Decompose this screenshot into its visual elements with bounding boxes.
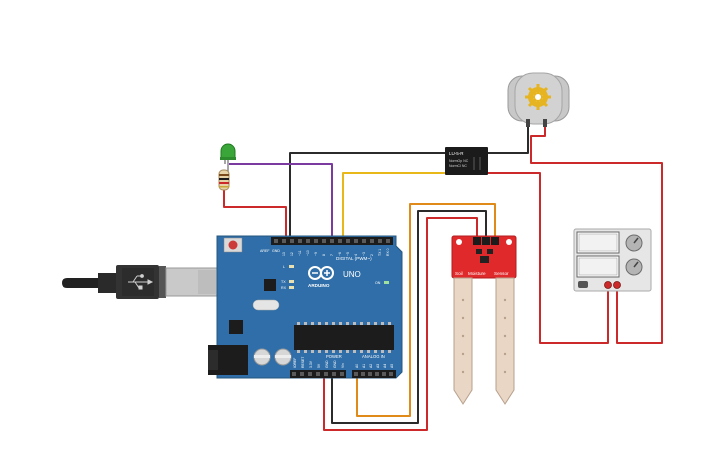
rx-label: RX xyxy=(281,286,287,290)
digital-label: DIGITAL (PWM~) xyxy=(336,256,372,261)
power-pin-labels: IOREF RESET 3.3V 5V GND GND Vin xyxy=(293,357,345,368)
wire-black-sensor[interactable] xyxy=(331,210,487,424)
digital-pin-label-11: 2 xyxy=(370,254,374,256)
digital-pin-label-9: 4 xyxy=(354,254,358,256)
relay-name: LU-5-R xyxy=(449,151,464,156)
model-label: UNO xyxy=(343,270,361,279)
wires xyxy=(223,125,663,431)
wire-red-motor-ps[interactable] xyxy=(530,125,663,344)
analog-pin-label-0: A0 xyxy=(355,364,359,368)
crystal xyxy=(252,299,280,311)
digital-pin-label-3: ~10 xyxy=(306,250,310,256)
wire-yellow-relay[interactable] xyxy=(342,172,445,241)
analog-pin-label-3: A3 xyxy=(376,364,380,368)
sensor-probe-left xyxy=(453,277,473,405)
power-pin-label-4: GND xyxy=(325,360,329,368)
l-label: L xyxy=(283,265,285,269)
power-label: POWER xyxy=(326,354,342,359)
wire-red-resistor[interactable] xyxy=(223,190,287,241)
analog-label: ANALOG IN xyxy=(362,354,385,359)
relay-module[interactable]: LU-5-R NormOp NC NormCl NC xyxy=(445,147,488,175)
digital-pin-labels: 13 12 ~11 ~10 ~9 8 7 ~6 ~5 4 ~3 2 TX 1 RX 0 xyxy=(282,248,390,256)
usb-cable-icon[interactable] xyxy=(62,265,219,299)
analog-pin-label-1: A1 xyxy=(362,364,366,368)
digital-pin-label-0: 13 xyxy=(282,252,286,256)
power-pin-label-2: 3.3V xyxy=(309,360,313,368)
power-pin-label-3: 5V xyxy=(317,363,321,368)
digital-pin-label-4: ~9 xyxy=(314,252,318,256)
tx-label: TX xyxy=(281,280,286,284)
analog-pin-label-4: A4 xyxy=(383,364,387,368)
resistor[interactable] xyxy=(218,169,230,191)
wire-red-relay-ps[interactable] xyxy=(488,172,609,344)
analog-pin-label-5: A5 xyxy=(390,364,394,368)
voltage-regulator xyxy=(229,320,243,334)
digital-pin-label-5: 8 xyxy=(322,254,326,256)
sensor-label-moisture: Moisture xyxy=(468,271,486,276)
green-led[interactable] xyxy=(220,143,236,164)
digital-pin-label-6: 7 xyxy=(330,254,334,256)
digital-pin-label-13: RX 0 xyxy=(386,248,390,256)
dc-motor-icon[interactable] xyxy=(507,72,570,127)
wire-black-motor[interactable] xyxy=(488,125,529,154)
usb-chip xyxy=(264,279,276,291)
relay-line1: NormOp NC xyxy=(449,159,469,163)
digital-pin-label-2: ~11 xyxy=(298,250,302,256)
soil-moisture-sensor[interactable]: Soil Moisture Sensor xyxy=(451,235,517,405)
sensor-probe-right xyxy=(495,277,515,405)
wire-black-relay-gnd[interactable] xyxy=(289,152,445,241)
atmega-chip xyxy=(294,325,394,350)
digital-pin-label-12: TX 1 xyxy=(378,249,382,256)
gnd-label: GND xyxy=(272,249,280,253)
power-supply-icon[interactable] xyxy=(573,228,652,292)
brand-label: ARDUINO xyxy=(308,283,330,288)
sensor-label-soil: Soil xyxy=(455,271,463,276)
power-pin-label-0: IOREF xyxy=(293,358,297,368)
wire-red-sensor[interactable] xyxy=(323,217,478,431)
power-pin-label-5: GND xyxy=(333,360,337,368)
sensor-label-sensor: Sensor xyxy=(494,271,509,276)
digital-pin-label-10: ~3 xyxy=(362,252,366,256)
relay-line2: NormCl NC xyxy=(449,164,467,168)
analog-pin-label-2: A2 xyxy=(369,364,373,368)
wire-orange-sensor[interactable] xyxy=(356,203,496,417)
aref-label: AREF xyxy=(260,249,270,253)
digital-pin-label-7: ~6 xyxy=(338,252,342,256)
wire-purple-led[interactable] xyxy=(229,163,333,241)
arduino-logo xyxy=(308,266,334,280)
power-pin-label-1: RESET xyxy=(301,357,305,368)
analog-header[interactable] xyxy=(352,370,396,378)
power-pin-label-6: Vin xyxy=(341,363,345,368)
digital-pin-label-8: ~5 xyxy=(346,252,350,256)
digital-pin-label-1: 12 xyxy=(290,252,294,256)
on-label: ON xyxy=(375,281,381,285)
